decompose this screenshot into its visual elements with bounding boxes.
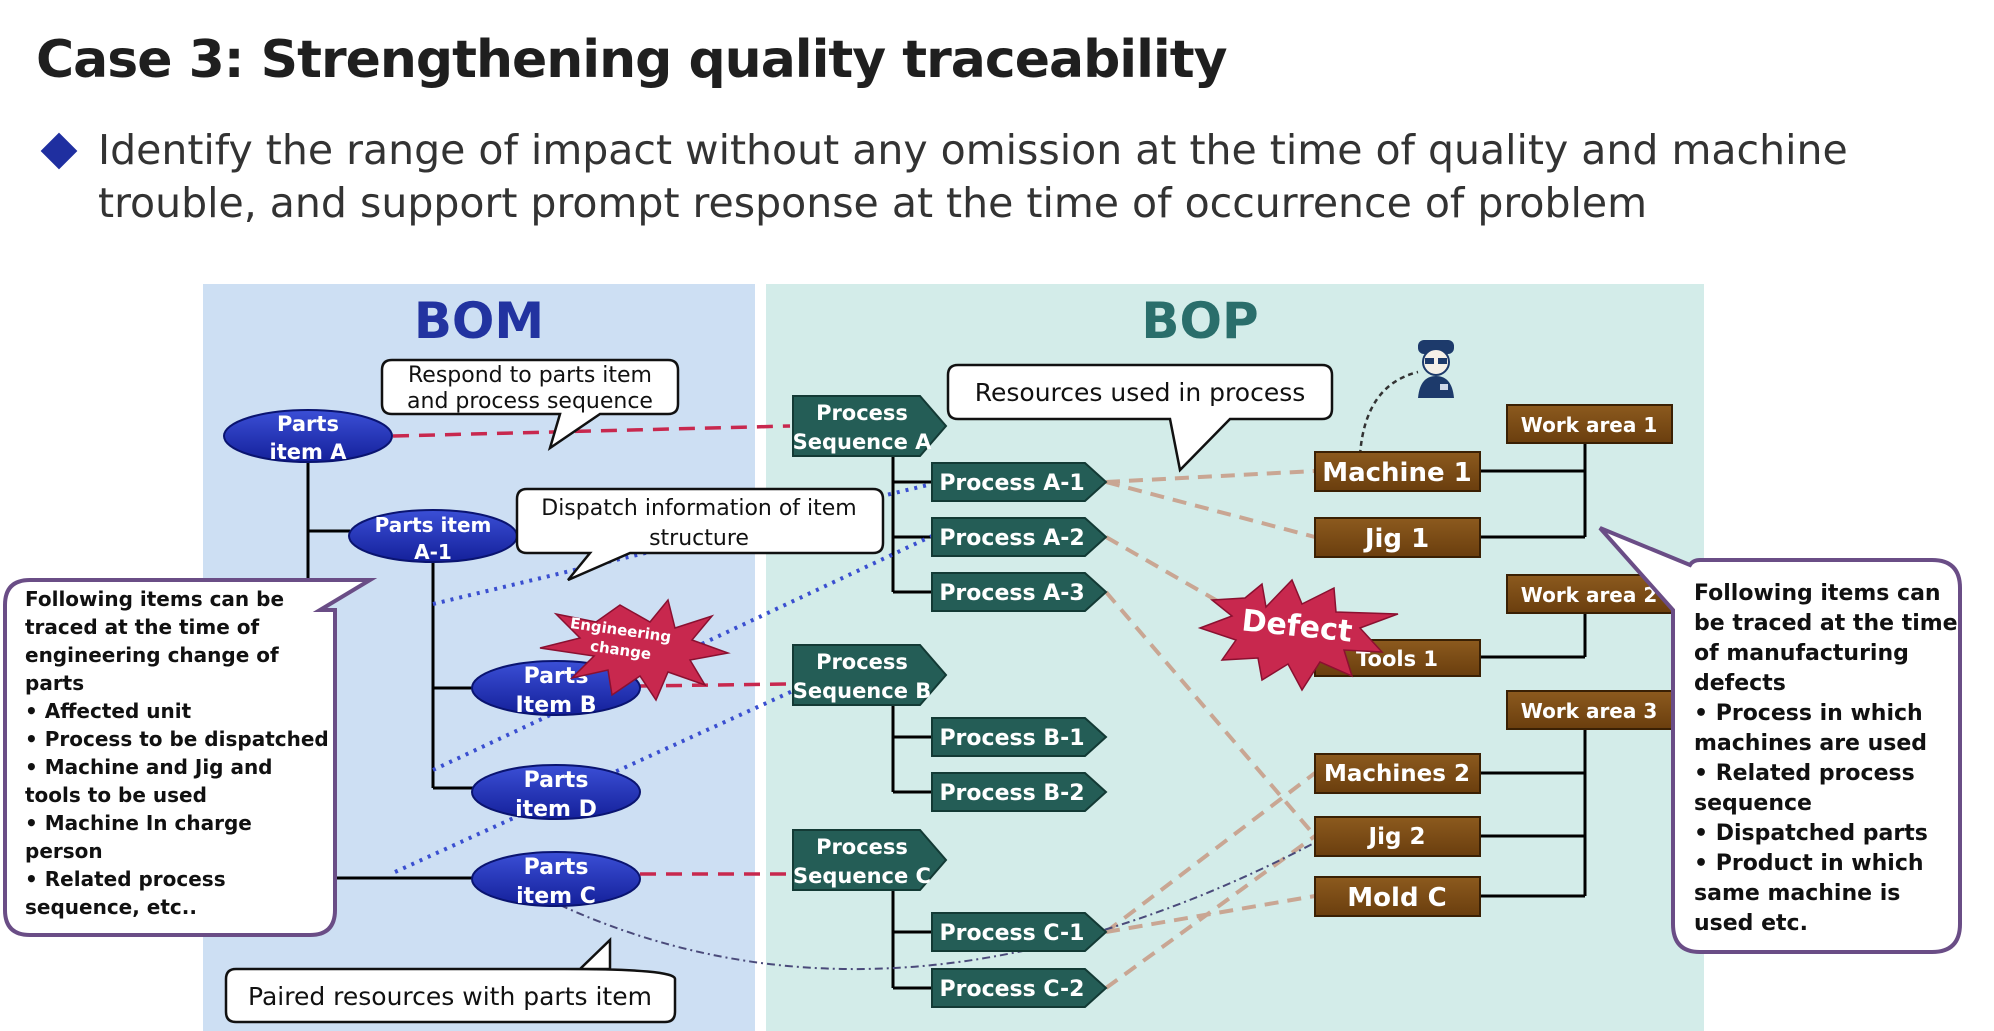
callout-dispatch: Dispatch information of item structure [515,487,885,582]
process-a3[interactable]: Process A-3 [931,572,1108,612]
bop-title: BOP [1141,292,1259,350]
workarea-tree-lines [1480,443,1587,898]
svg-text:Sequence A: Sequence A [793,430,933,454]
svg-text:item A: item A [270,440,348,464]
bom-bop-links [392,424,791,876]
svg-text:Process B-2: Process B-2 [939,781,1084,806]
svg-text:Parts item: Parts item [375,513,492,537]
resource-machines-2[interactable]: Machines 2 [1314,753,1481,794]
svg-text:item D: item D [515,797,597,822]
resource-jig-2[interactable]: Jig 2 [1314,816,1481,857]
engineering-change-starburst-icon: Engineering change [539,598,731,702]
svg-text:Mold C: Mold C [1347,883,1446,913]
part-item-a1[interactable]: Parts item A-1 [348,509,518,564]
resource-mold-c[interactable]: Mold C [1314,876,1481,917]
svg-text:Process: Process [816,401,908,425]
bop-tree-lines [891,455,932,990]
resource-jig-1[interactable]: Jig 1 [1314,517,1481,558]
part-item-c[interactable]: Parts item C [471,851,641,909]
svg-text:Resources used in process: Resources used in process [975,378,1306,407]
svg-text:Process C-2: Process C-2 [940,977,1085,1002]
process-c2[interactable]: Process C-2 [931,968,1108,1008]
svg-text:Machines 2: Machines 2 [1324,761,1470,787]
svg-text:Process: Process [816,835,908,859]
svg-text:Process A-3: Process A-3 [939,581,1084,606]
part-item-b[interactable]: Parts Item B [471,660,641,718]
svg-text:Parts: Parts [277,412,339,436]
defect-starburst-icon: Defect [1197,578,1399,692]
svg-text:Parts: Parts [524,768,589,793]
page-title: Case 3: Strengthening quality traceabili… [36,30,1228,90]
svg-text:Dispatch information of item: Dispatch information of item [541,496,857,521]
svg-text:Parts: Parts [524,855,589,880]
svg-text:and process sequence: and process sequence [407,389,653,414]
svg-text:A-1: A-1 [414,540,452,564]
dispatch-lines [394,482,933,874]
part-item-d[interactable]: Parts item D [471,764,641,822]
process-c1[interactable]: Process C-1 [931,912,1108,952]
svg-text:Jig 2: Jig 2 [1367,824,1426,850]
svg-text:Respond to parts item: Respond to parts item [408,363,652,388]
svg-text:Machine 1: Machine 1 [1322,458,1472,488]
work-area-3[interactable]: Work area 3 [1506,690,1673,730]
svg-text:item C: item C [516,884,596,909]
svg-text:Work area 1: Work area 1 [1521,413,1658,437]
work-area-2[interactable]: Work area 2 [1506,574,1673,614]
svg-text:Process A-1: Process A-1 [939,471,1084,496]
callout-paired: Paired resources with parts item [224,937,677,1024]
svg-text:Sequence C: Sequence C [793,864,931,888]
operator-icon [1418,340,1454,398]
left-box-text: Following items can be traced at the tim… [25,587,336,919]
paired-resource-curve [559,839,1321,971]
svg-text:Jig 1: Jig 1 [1363,524,1429,554]
operator-link [1358,370,1419,456]
process-b1[interactable]: Process B-1 [931,717,1108,757]
process-b2[interactable]: Process B-2 [931,772,1108,812]
part-item-a[interactable]: Parts item A [223,409,393,464]
process-sequence-a[interactable]: Process Sequence A [792,395,948,457]
svg-text:Paired resources with parts it: Paired resources with parts item [248,982,652,1011]
svg-text:structure: structure [649,526,749,551]
manufacturing-defect-trace-box: Following items can be traced at the tim… [1598,526,1965,954]
process-sequence-c[interactable]: Process Sequence C [792,829,948,891]
process-sequence-b[interactable]: Process Sequence B [792,644,948,706]
bullet-text: Identify the range of impact without any… [98,126,1848,227]
svg-text:Work area 2: Work area 2 [1521,583,1658,607]
bom-title: BOM [413,292,545,350]
callout-resources: Resources used in process [946,363,1334,473]
svg-text:Process C-1: Process C-1 [940,921,1085,946]
right-box-text: Following items can be traced at the tim… [1694,581,1965,936]
work-area-1[interactable]: Work area 1 [1506,404,1673,444]
engineering-change-trace-box: Following items can be traced at the tim… [3,578,378,937]
resource-links [1104,469,1317,990]
svg-text:Process A-2: Process A-2 [939,526,1084,551]
svg-text:Sequence B: Sequence B [793,679,932,703]
svg-text:Process B-1: Process B-1 [939,726,1084,751]
process-a1[interactable]: Process A-1 [931,462,1108,502]
svg-text:Process: Process [816,650,908,674]
process-a2[interactable]: Process A-2 [931,517,1108,557]
callout-respond: Respond to parts item and process sequen… [380,358,680,451]
resource-machine-1[interactable]: Machine 1 [1314,451,1481,492]
svg-text:Item B: Item B [516,693,597,718]
svg-text:Work area 3: Work area 3 [1521,699,1658,723]
